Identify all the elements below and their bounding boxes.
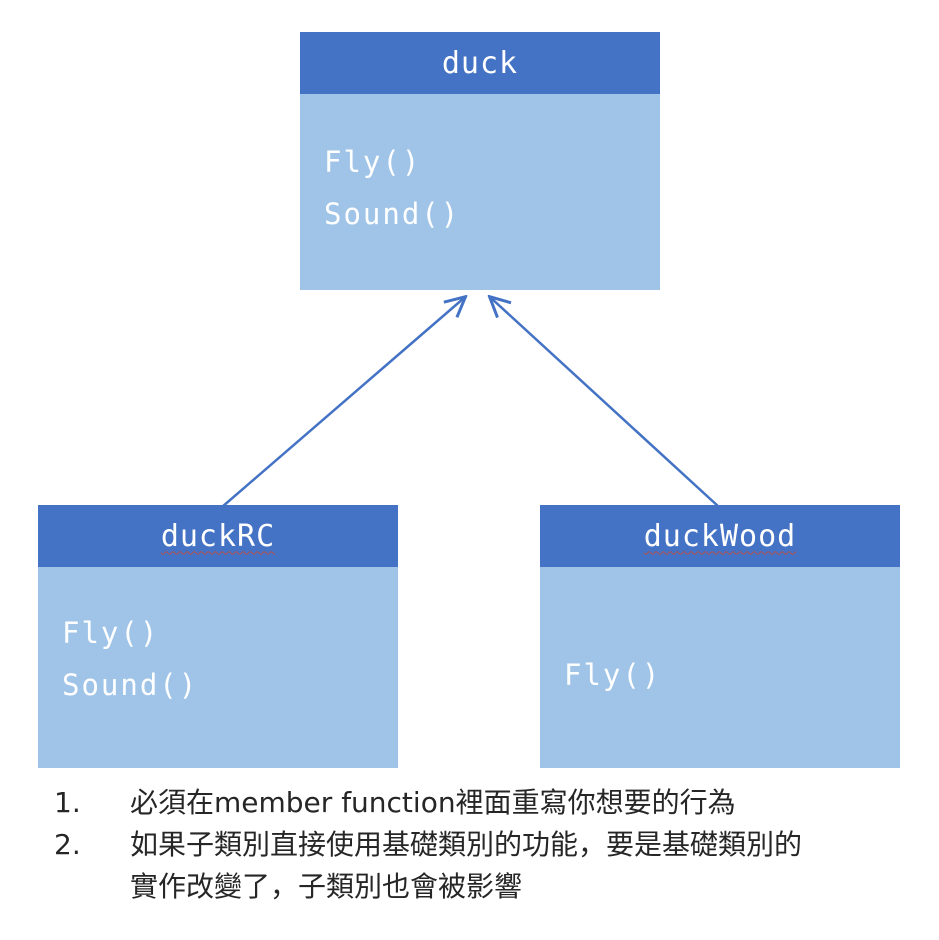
class-box-duckwood: duckWood Fly() xyxy=(540,505,900,768)
inheritance-arrow-left xyxy=(221,298,464,508)
class-box-duck-header: duck xyxy=(300,32,660,94)
class-title-duck: duck xyxy=(441,45,519,81)
method-line: Fly() xyxy=(62,616,160,650)
note-item: 1. 必須在member function裡面重寫你想要的行為 xyxy=(50,782,890,824)
class-box-duckrc-header: duckRC xyxy=(38,505,398,567)
class-box-duckwood-header: duckWood xyxy=(540,505,900,567)
notes-list: 1. 必須在member function裡面重寫你想要的行為 2. 如果子類別… xyxy=(50,782,890,908)
method-line: Sound() xyxy=(62,668,199,702)
class-title-duckrc: duckRC xyxy=(160,518,276,554)
method-line: Fly() xyxy=(564,658,662,692)
note-text: 如果子類別直接使用基礎類別的功能，要是基礎類別的實作改變了，子類別也會被影響 xyxy=(130,828,803,903)
class-title-duckwood: duckWood xyxy=(643,518,797,554)
class-box-duck-body: Fly() Sound() xyxy=(300,94,660,290)
class-box-duck: duck Fly() Sound() xyxy=(300,32,660,290)
method-line: Fly() xyxy=(324,145,422,179)
class-box-duckrc-body: Fly() Sound() xyxy=(38,567,398,768)
inheritance-arrow-right xyxy=(491,298,720,508)
class-box-duckrc: duckRC Fly() Sound() xyxy=(38,505,398,768)
class-box-duckwood-body: Fly() xyxy=(540,567,900,768)
method-line: Sound() xyxy=(324,197,461,231)
note-text: 必須在member function裡面重寫你想要的行為 xyxy=(130,786,736,819)
note-number: 1. xyxy=(54,786,81,819)
note-number: 2. xyxy=(54,828,81,861)
note-item: 2. 如果子類別直接使用基礎類別的功能，要是基礎類別的實作改變了，子類別也會被影… xyxy=(50,824,890,908)
